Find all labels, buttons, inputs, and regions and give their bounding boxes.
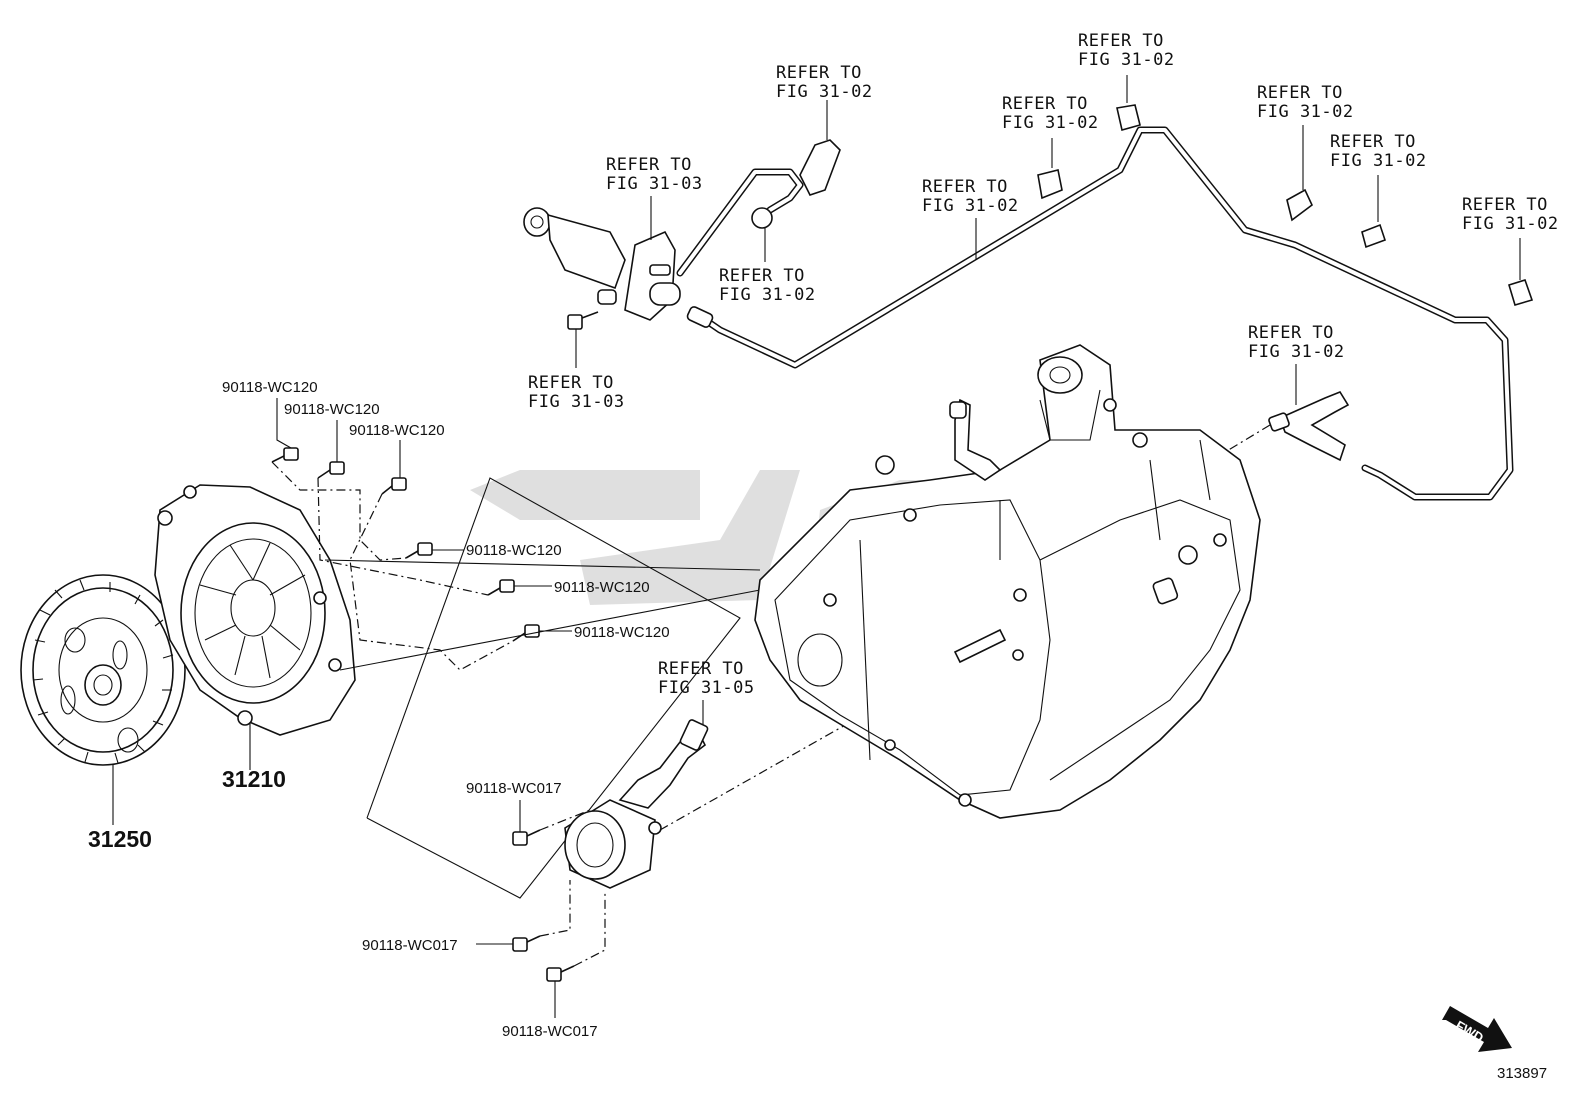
master-cylinder [523, 100, 841, 368]
bolt-label-wc120-d: 90118-WC120 [466, 542, 562, 559]
clutch-pipe [686, 75, 1534, 601]
svg-text:FIG 31-02: FIG 31-02 [1257, 102, 1354, 122]
cover-bolts [271, 398, 761, 671]
clutch-cover [154, 484, 356, 770]
bolt-label-wc120-a: 90118-WC120 [222, 379, 318, 396]
refer-label-r5: REFER TO FIG 31-02 [922, 177, 1019, 216]
svg-text:FIG 31-03: FIG 31-03 [528, 392, 625, 412]
refer-label-r8: REFER TO FIG 31-02 [1257, 83, 1354, 122]
bolt-label-wc120-b: 90118-WC120 [284, 401, 380, 418]
refer-label-r12: REFER TO FIG 31-05 [658, 659, 755, 698]
refer-label-r1: REFER TO FIG 31-02 [776, 63, 873, 102]
svg-text:FIG 31-05: FIG 31-05 [658, 678, 755, 698]
svg-text:REFER TO: REFER TO [776, 63, 862, 83]
bolt-2 [317, 461, 345, 479]
svg-text:REFER TO: REFER TO [1078, 31, 1164, 51]
svg-text:FIG 31-02: FIG 31-02 [1002, 113, 1099, 133]
fwd-arrow-icon: FWD [1442, 1006, 1512, 1052]
svg-text:REFER TO: REFER TO [1462, 195, 1548, 215]
release-bearing [476, 659, 961, 1018]
fwd-label: FWD [1453, 1018, 1486, 1046]
refer-label-r11: REFER TO FIG 31-02 [1248, 323, 1345, 362]
refer-label-r9: REFER TO FIG 31-02 [1330, 132, 1427, 171]
bolt-label-wc017-a: 90118-WC017 [466, 780, 562, 797]
bolt-4 [405, 542, 433, 559]
bolt-label-wc017-b: 90118-WC017 [362, 937, 458, 954]
svg-text:REFER TO: REFER TO [719, 266, 805, 286]
svg-text:FIG 31-02: FIG 31-02 [776, 82, 873, 102]
refer-label-r3: REFER TO FIG 31-03 [606, 155, 703, 194]
svg-text:REFER TO: REFER TO [1002, 94, 1088, 114]
svg-text:REFER TO: REFER TO [658, 659, 744, 679]
refer-label-r6: REFER TO FIG 31-02 [719, 266, 816, 305]
bolt-5 [487, 579, 515, 596]
svg-text:FIG 31-02: FIG 31-02 [922, 196, 1019, 216]
refer-label-r2: REFER TO FIG 31-02 [1078, 31, 1175, 70]
bolt-label-wc120-e: 90118-WC120 [554, 579, 650, 596]
bolt-label-wc017-c: 90118-WC017 [502, 1023, 598, 1040]
part-number-cover: 31210 [222, 766, 286, 792]
svg-text:REFER TO: REFER TO [528, 373, 614, 393]
svg-text:FIG 31-03: FIG 31-03 [606, 174, 703, 194]
svg-text:FIG 31-02: FIG 31-02 [1462, 214, 1559, 234]
transmission-housing [754, 344, 1261, 819]
svg-text:FIG 31-02: FIG 31-02 [1078, 50, 1175, 70]
svg-text:REFER TO: REFER TO [606, 155, 692, 175]
part-number-disc: 31250 [88, 826, 152, 852]
bolt-3 [381, 477, 407, 495]
figure-id: 313897 [1497, 1065, 1547, 1082]
svg-text:FIG 31-02: FIG 31-02 [719, 285, 816, 305]
bolt-1 [271, 447, 299, 463]
svg-text:FIG 31-02: FIG 31-02 [1330, 151, 1427, 171]
svg-text:REFER TO: REFER TO [922, 177, 1008, 197]
refer-label-r10: REFER TO FIG 31-02 [1462, 195, 1559, 234]
exploded-frame [366, 477, 741, 899]
refer-label-r4: REFER TO FIG 31-02 [1002, 94, 1099, 133]
bolt-label-wc120-c: 90118-WC120 [349, 422, 445, 439]
bolt-label-wc120-f: 90118-WC120 [574, 624, 670, 641]
refer-label-r7: REFER TO FIG 31-03 [528, 373, 625, 412]
svg-text:REFER TO: REFER TO [1257, 83, 1343, 103]
svg-text:FIG 31-02: FIG 31-02 [1248, 342, 1345, 362]
clutch-disc [20, 574, 186, 825]
svg-text:REFER TO: REFER TO [1248, 323, 1334, 343]
svg-text:REFER TO: REFER TO [1330, 132, 1416, 152]
